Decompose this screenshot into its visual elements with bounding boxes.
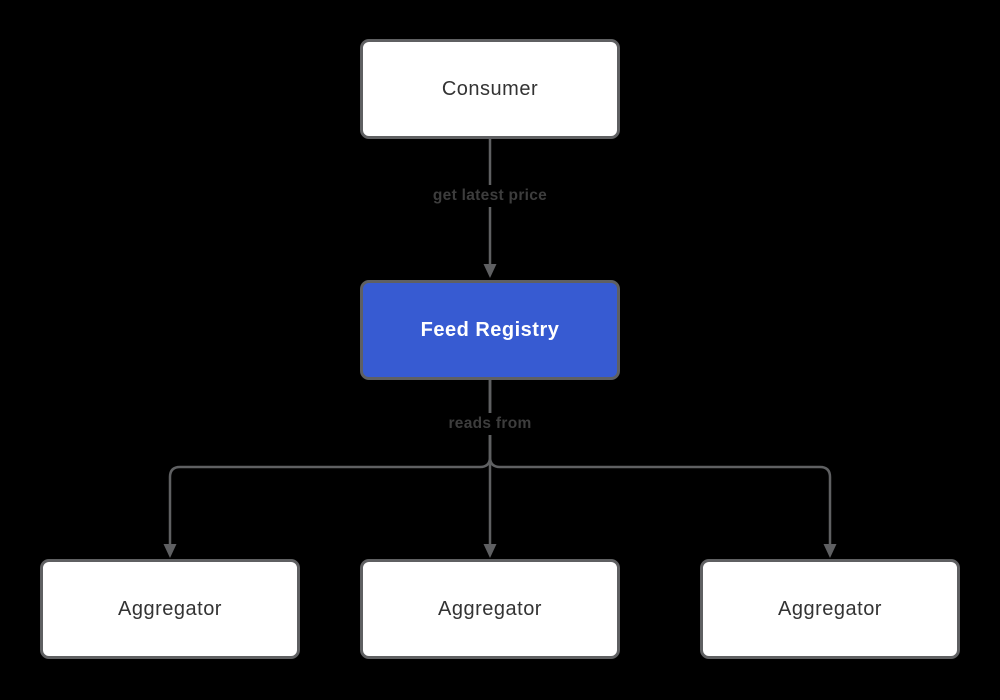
node-consumer-label: Consumer — [441, 77, 539, 100]
edge-label-get-latest-price: get latest price — [426, 185, 554, 207]
node-aggregator-3: Aggregator — [700, 559, 960, 659]
arrowhead-down-icon — [163, 544, 177, 558]
arrowhead-down-icon — [483, 544, 497, 558]
arrowhead-down-icon — [823, 544, 837, 558]
node-aggregator-2: Aggregator — [360, 559, 620, 659]
node-aggregator-label: Aggregator — [778, 597, 882, 620]
node-aggregator-label: Aggregator — [438, 597, 542, 620]
node-aggregator-1: Aggregator — [40, 559, 300, 659]
edge-registry-to-aggregator-right — [488, 379, 832, 545]
arrowhead-down-icon — [483, 264, 497, 278]
node-feed-registry-label: Feed Registry — [420, 318, 560, 341]
node-aggregator-label: Aggregator — [118, 597, 222, 620]
node-feed-registry: Feed Registry — [360, 280, 620, 380]
edge-label-reads-from: reads from — [442, 413, 538, 435]
node-consumer: Consumer — [360, 39, 620, 139]
edge-registry-to-aggregator-left — [168, 379, 492, 545]
